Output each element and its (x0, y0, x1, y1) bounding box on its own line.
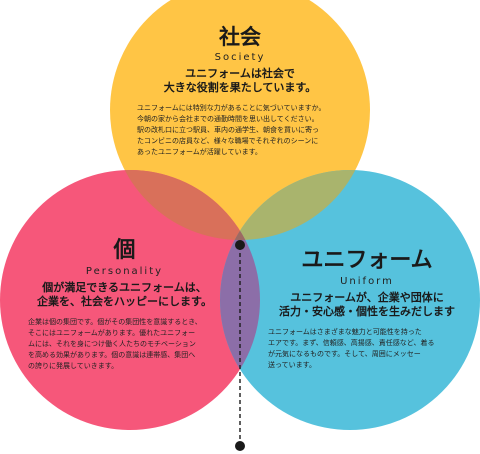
uniform-body-3: が元気になるものです。そして、周囲にメッセー (268, 350, 421, 358)
uniform-title: ユニフォーム (301, 248, 433, 273)
uniform-body-4: 送っています。 (268, 361, 316, 369)
society-body-2: 今朝の家から会社までの通勤時間を思い出してください。 (137, 115, 319, 123)
uniform-lead-2: 活力・安心感・個性を生みだします (279, 305, 455, 318)
personality-circle (0, 170, 260, 430)
society-body-5: あったユニフォームが活躍しています。 (137, 148, 262, 156)
uniform-roman: Uniform (340, 276, 394, 287)
connector-dot-bottom (235, 441, 245, 451)
personality-title: 個 (113, 238, 136, 263)
uniform-block: ユニフォーム Uniform ユニフォームが、企業や団体に 活力・安心感・個性を… (262, 250, 472, 371)
uniform-body-2: エアです。まず、信頼感、高揚感、責任感など、着る (268, 339, 435, 347)
uniform-body-1: ユニフォームはさまざまな魅力と可能性を持った (268, 328, 422, 336)
personality-body-1: 企業は個の集団です。個がその集団性を意識するとき、 (28, 318, 202, 326)
personality-lead-1: 個が満足できるユニフォームは、 (42, 281, 207, 294)
society-body-3: 駅の改札口に立つ駅員、車内の通学生、朝食を買いに寄っ (137, 126, 319, 134)
society-body-4: たコンビニの店員など、様々な職場でそれぞれのシーンに (137, 137, 319, 145)
personality-body-2: そこにはユニフォームがあります。優れたユニフォー (28, 329, 196, 337)
personality-body-4: を高める効果があります。個の意識は連帯感、集団へ (28, 351, 196, 359)
connector-dot-top (235, 240, 245, 250)
uniform-lead-1: ユニフォームが、企業や団体に (290, 291, 444, 304)
personality-block: 個 Personality 個が満足できるユニフォームは、 企業を、社会をハッピ… (22, 240, 227, 372)
society-lead-2: 大きな役割を果たしています。 (163, 81, 317, 94)
personality-body-3: ムには、それを身につけ働く人たちのモチベーション (28, 340, 196, 348)
society-block: 社会 Society ユニフォームは社会で 大きな役割を果たしています。 ユニフ… (137, 25, 340, 158)
uniform-circle (220, 170, 480, 430)
personality-lead-2: 企業を、社会をハッピーにします。 (37, 295, 212, 308)
society-title: 社会 (219, 25, 261, 49)
society-lead-1: ユニフォームは社会で (185, 67, 295, 80)
society-body-1: ユニフォームには特別な力があることに気づいていますか。 (137, 104, 326, 112)
society-roman: Society (214, 52, 266, 63)
personality-body-5: の誇りに発展していきます。 (28, 362, 119, 370)
personality-roman: Personality (85, 266, 164, 277)
